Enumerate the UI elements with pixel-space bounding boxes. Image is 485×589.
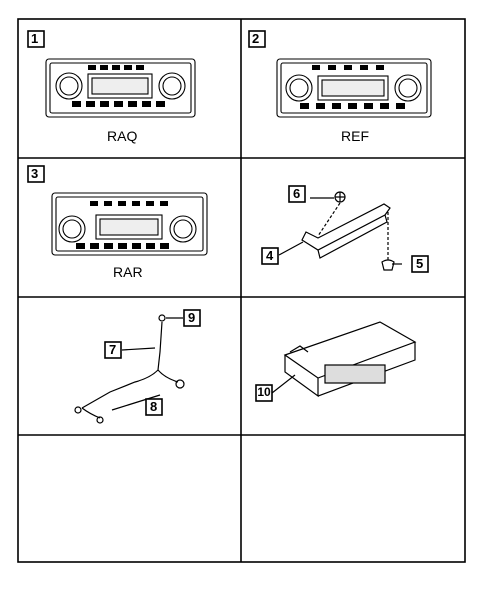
callout-8: 8 <box>150 399 158 414</box>
panel-1-number: 1 <box>31 31 39 46</box>
callout-5: 5 <box>416 256 424 271</box>
callout-10: 10 <box>257 385 271 399</box>
radio-rar-illustration <box>51 192 208 256</box>
callout-7: 7 <box>109 342 117 357</box>
radio-ref-illustration <box>276 58 432 118</box>
bracket-illustration <box>278 191 402 271</box>
panel-2-number: 2 <box>252 31 260 46</box>
cable-illustration <box>74 314 185 424</box>
panel-1-caption: RAQ <box>107 128 138 144</box>
panel-3-caption: RAR <box>113 264 143 280</box>
callout-6: 6 <box>293 186 301 201</box>
radio-raq-illustration <box>45 58 196 118</box>
callout-boxes <box>27 30 429 416</box>
module-illustration <box>271 321 417 398</box>
panel-2-caption: REF <box>341 128 369 144</box>
panel-grid <box>17 18 466 563</box>
callout-4: 4 <box>266 248 274 263</box>
callout-9: 9 <box>188 310 196 325</box>
panel-3-number: 3 <box>31 166 39 181</box>
